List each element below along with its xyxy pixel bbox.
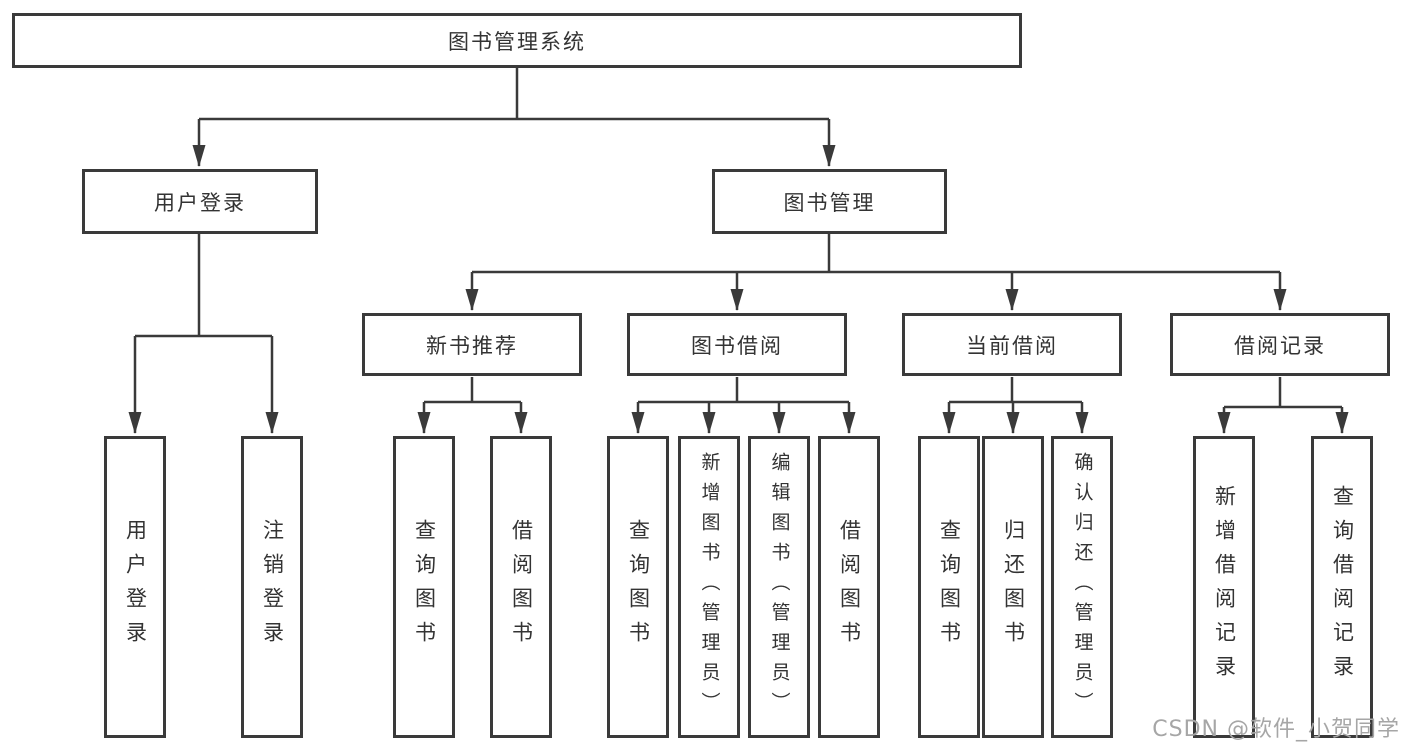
leaf-query-book-borrowing: 查询图书 bbox=[607, 436, 669, 738]
node-new-book-recommend-label: 新书推荐 bbox=[426, 333, 518, 358]
leaf-query-book-recommend: 查询图书 bbox=[393, 436, 455, 738]
leaf-user-login-label: 用户登录 bbox=[123, 519, 148, 655]
leaf-query-book-current: 查询图书 bbox=[918, 436, 980, 738]
connector-segments bbox=[135, 68, 1342, 409]
leaf-user-login: 用户登录 bbox=[104, 436, 166, 738]
leaf-query-borrow-record: 查询借阅记录 bbox=[1311, 436, 1373, 738]
node-new-book-recommend: 新书推荐 bbox=[362, 313, 582, 376]
node-root: 图书管理系统 bbox=[12, 13, 1022, 68]
watermark: CSDN @软件_小贺同学 bbox=[1152, 717, 1400, 742]
leaf-confirm-return-admin: 确认归还（管理员） bbox=[1051, 436, 1113, 738]
leaf-logout: 注销登录 bbox=[241, 436, 303, 738]
node-current-borrowing: 当前借阅 bbox=[902, 313, 1122, 376]
leaf-borrow-book-borrowing: 借阅图书 bbox=[818, 436, 880, 738]
node-borrowing-records-label: 借阅记录 bbox=[1234, 333, 1326, 358]
node-book-borrowing: 图书借阅 bbox=[627, 313, 847, 376]
node-root-label: 图书管理系统 bbox=[448, 29, 586, 54]
leaf-query-book-current-label: 查询图书 bbox=[937, 519, 962, 655]
node-user-login: 用户登录 bbox=[82, 169, 318, 234]
leaf-borrow-book-borrowing-label: 借阅图书 bbox=[837, 519, 862, 655]
node-book-management: 图书管理 bbox=[712, 169, 947, 234]
leaf-query-book-recommend-label: 查询图书 bbox=[412, 519, 437, 655]
leaf-add-book-admin: 新增图书（管理员） bbox=[678, 436, 740, 738]
node-borrowing-records: 借阅记录 bbox=[1170, 313, 1390, 376]
node-book-management-label: 图书管理 bbox=[783, 190, 876, 215]
connector-arrows bbox=[128, 119, 1349, 434]
leaf-edit-book-admin: 编辑图书（管理员） bbox=[748, 436, 810, 738]
leaf-return-book-label: 归还图书 bbox=[1001, 519, 1026, 655]
leaf-confirm-return-admin-label: 确认归还（管理员） bbox=[1071, 452, 1094, 722]
leaf-borrow-book-recommend: 借阅图书 bbox=[490, 436, 552, 738]
leaf-edit-book-admin-label: 编辑图书（管理员） bbox=[768, 452, 791, 722]
leaf-query-book-borrowing-label: 查询图书 bbox=[626, 519, 651, 655]
node-current-borrowing-label: 当前借阅 bbox=[966, 333, 1058, 358]
leaf-query-borrow-record-label: 查询借阅记录 bbox=[1330, 485, 1355, 689]
node-book-borrowing-label: 图书借阅 bbox=[691, 333, 783, 358]
leaf-new-borrow-record-label: 新增借阅记录 bbox=[1212, 485, 1237, 689]
leaf-new-borrow-record: 新增借阅记录 bbox=[1193, 436, 1255, 738]
leaf-borrow-book-recommend-label: 借阅图书 bbox=[509, 519, 534, 655]
node-user-login-label: 用户登录 bbox=[154, 190, 246, 215]
leaf-add-book-admin-label: 新增图书（管理员） bbox=[698, 452, 721, 722]
leaf-return-book: 归还图书 bbox=[982, 436, 1044, 738]
leaf-logout-label: 注销登录 bbox=[260, 519, 285, 655]
